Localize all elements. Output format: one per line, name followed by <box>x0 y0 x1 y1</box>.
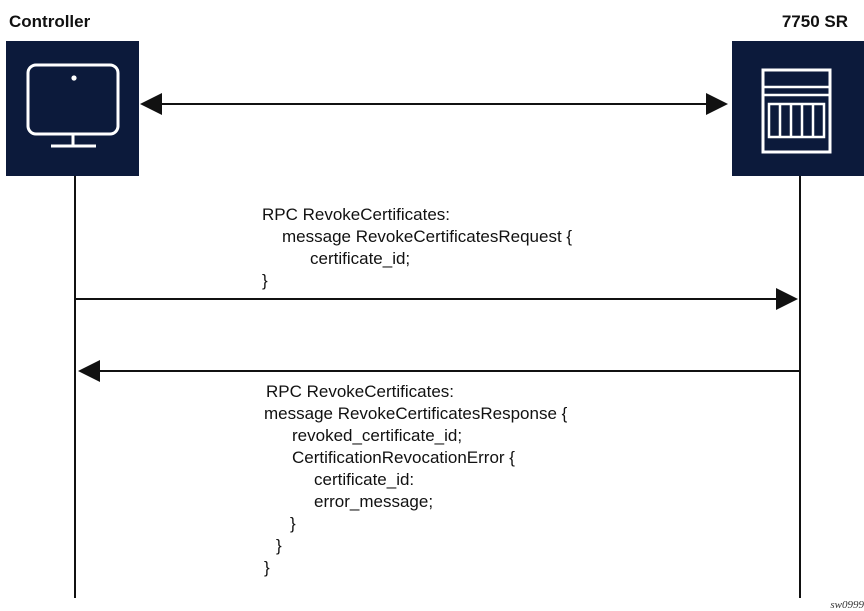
response-close-brace: } <box>276 536 282 555</box>
request-close-brace: } <box>262 271 268 290</box>
monitor-icon <box>26 63 120 148</box>
response-error-block-line: CertificationRevocationError { <box>292 448 515 467</box>
connection-arrow <box>140 93 728 115</box>
router-icon <box>761 68 832 154</box>
controller-box <box>6 41 139 176</box>
controller-label: Controller <box>9 12 91 31</box>
request-rpc-title: RPC RevokeCertificates: <box>262 205 451 224</box>
request-message-line: message RevokeCertificatesRequest { <box>282 227 573 246</box>
request-arrow <box>75 288 798 310</box>
figure-id: sw0999 <box>830 599 864 611</box>
response-error-field-line: error_message; <box>314 492 434 511</box>
response-arrow <box>78 360 800 382</box>
response-error-field-line: certificate_id: <box>314 470 415 489</box>
response-field-line: revoked_certificate_id; <box>292 426 463 445</box>
router-box <box>732 41 864 176</box>
request-field-line: certificate_id; <box>310 249 411 268</box>
response-close-brace: } <box>290 514 296 533</box>
response-rpc-title: RPC RevokeCertificates: <box>266 382 455 401</box>
router-label: 7750 SR <box>781 12 848 31</box>
response-close-brace: } <box>264 558 270 577</box>
response-message-line: message RevokeCertificatesResponse { <box>264 404 568 423</box>
